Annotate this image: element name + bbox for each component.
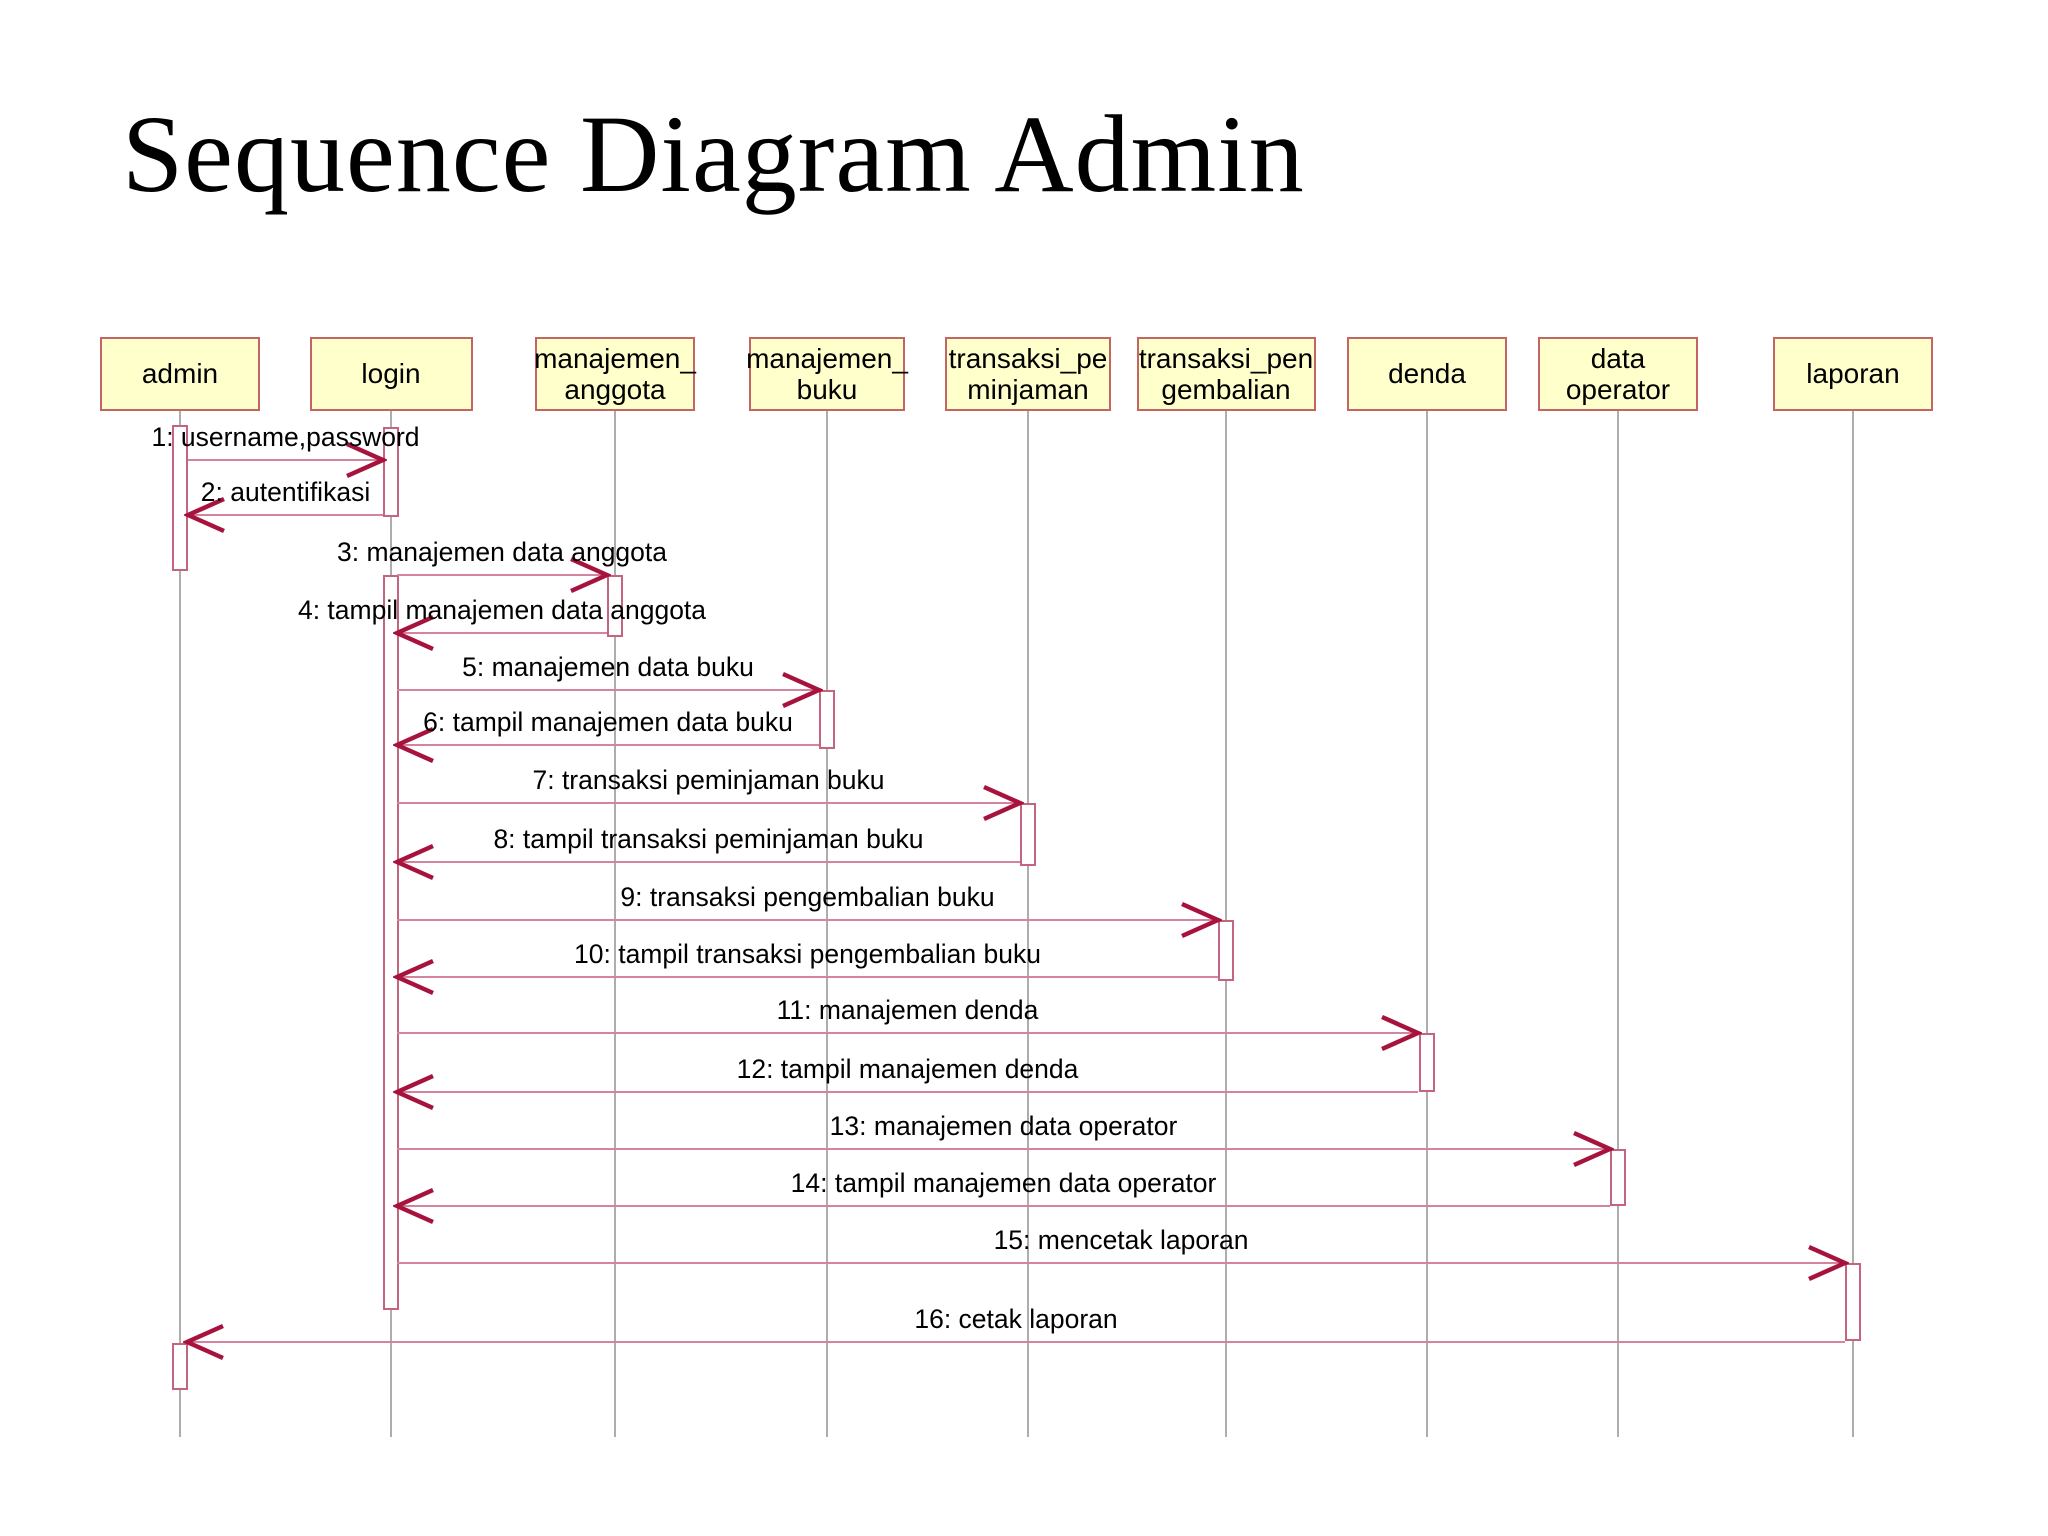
activation-login <box>383 427 399 517</box>
message-arrow-line-8 <box>397 861 1020 863</box>
arrowhead-left-icon <box>393 843 434 881</box>
activation-admin <box>172 425 188 571</box>
activation-transaksi_pengembalian <box>1218 920 1234 981</box>
activation-admin <box>172 1343 188 1390</box>
actor-label: laporan <box>1806 358 1900 390</box>
actor-label: admin <box>141 358 219 390</box>
arrowhead-right-icon <box>782 671 823 709</box>
arrowhead-left-icon <box>393 726 434 764</box>
message-label-2: 2: autentifikasi <box>200 477 371 507</box>
activation-manajemen_anggota <box>607 575 623 637</box>
message-arrow-line-13 <box>397 1148 1610 1150</box>
arrowhead-right-icon <box>1181 901 1222 939</box>
actor-box-manajemen_buku: manajemen_ buku <box>746 337 908 411</box>
message-label-7: 7: transaksi peminjaman buku <box>532 765 885 795</box>
actor-label: denda <box>1388 358 1466 390</box>
lifeline-admin <box>179 411 181 1437</box>
lifeline-transaksi_peminjaman <box>1027 411 1029 1437</box>
arrowhead-right-icon <box>570 556 611 594</box>
arrowhead-right-icon <box>346 441 387 479</box>
lifeline-data_operator <box>1617 411 1619 1437</box>
message-label-16: 16: cetak laporan <box>914 1304 1118 1334</box>
message-label-3: 3: manajemen data anggota <box>336 537 668 567</box>
message-label-1: 1: username,password <box>151 422 420 452</box>
message-arrow-line-7 <box>397 802 1020 804</box>
arrowhead-left-icon <box>183 1323 224 1361</box>
lifeline-laporan <box>1852 411 1854 1437</box>
actor-label: transaksi_pen gembalian <box>1138 342 1314 405</box>
lifeline-denda <box>1426 411 1428 1437</box>
message-label-12: 12: tampil manajemen denda <box>736 1054 1079 1084</box>
message-arrow-line-11 <box>397 1032 1418 1034</box>
message-arrow-line-6 <box>397 744 819 746</box>
actor-label: manajemen_ anggota <box>534 342 696 405</box>
message-arrow-line-2 <box>188 514 383 516</box>
message-arrow-line-1 <box>188 459 383 461</box>
actor-box-admin: admin <box>100 337 260 411</box>
message-label-8: 8: tampil transaksi peminjaman buku <box>493 824 924 854</box>
message-label-14: 14: tampil manajemen data operator <box>790 1168 1217 1198</box>
arrowhead-left-icon <box>393 614 434 652</box>
message-label-13: 13: manajemen data operator <box>829 1111 1178 1141</box>
message-arrow-line-12 <box>397 1091 1418 1093</box>
actor-label: transaksi_pe minjaman <box>948 342 1108 405</box>
message-label-5: 5: manajemen data buku <box>462 652 754 682</box>
message-label-9: 9: transaksi pengembalian buku <box>620 882 995 912</box>
actor-label: data operator <box>1565 342 1671 405</box>
message-arrow-line-3 <box>397 574 607 576</box>
arrowhead-left-icon <box>184 496 225 534</box>
slide-title: Sequence Diagram Admin <box>122 93 1305 215</box>
actor-box-denda: denda <box>1347 337 1507 411</box>
message-label-6: 6: tampil manajemen data buku <box>423 707 793 737</box>
lifeline-manajemen_anggota <box>614 411 616 1437</box>
actor-box-manajemen_anggota: manajemen_ anggota <box>534 337 696 411</box>
arrowhead-right-icon <box>1573 1130 1614 1168</box>
actor-label: manajemen_ buku <box>746 342 908 405</box>
actor-box-transaksi_pengembalian: transaksi_pen gembalian <box>1136 337 1316 411</box>
arrowhead-right-icon <box>1808 1244 1849 1282</box>
message-arrow-line-4 <box>397 632 607 634</box>
message-arrow-line-5 <box>397 689 819 691</box>
actor-box-transaksi_peminjaman: transaksi_pe minjaman <box>945 337 1111 411</box>
activation-manajemen_buku <box>819 690 835 749</box>
arrowhead-right-icon <box>1381 1014 1422 1052</box>
message-arrow-line-15 <box>397 1262 1845 1264</box>
activation-denda <box>1419 1033 1435 1092</box>
actor-label: login <box>361 358 421 390</box>
activation-transaksi_peminjaman <box>1020 803 1036 866</box>
activation-laporan <box>1845 1263 1861 1341</box>
activation-data_operator <box>1610 1149 1626 1206</box>
arrowhead-right-icon <box>983 784 1024 822</box>
arrowhead-left-icon <box>393 1073 434 1111</box>
message-label-4: 4: tampil manajemen data anggota <box>297 595 707 625</box>
lifeline-manajemen_buku <box>826 411 828 1437</box>
message-label-11: 11: manajemen denda <box>776 995 1039 1025</box>
message-arrow-line-10 <box>397 976 1218 978</box>
message-label-15: 15: mencetak laporan <box>993 1225 1249 1255</box>
arrowhead-left-icon <box>393 958 434 996</box>
actor-box-laporan: laporan <box>1773 337 1933 411</box>
message-arrow-line-14 <box>397 1205 1610 1207</box>
activation-login <box>383 575 399 1310</box>
arrowhead-left-icon <box>393 1187 434 1225</box>
actor-box-login: login <box>309 337 473 411</box>
actor-box-data_operator: data operator <box>1538 337 1698 411</box>
message-arrow-line-16 <box>187 1341 1845 1343</box>
message-label-10: 10: tampil transaksi pengembalian buku <box>574 939 1041 969</box>
message-arrow-line-9 <box>397 919 1218 921</box>
